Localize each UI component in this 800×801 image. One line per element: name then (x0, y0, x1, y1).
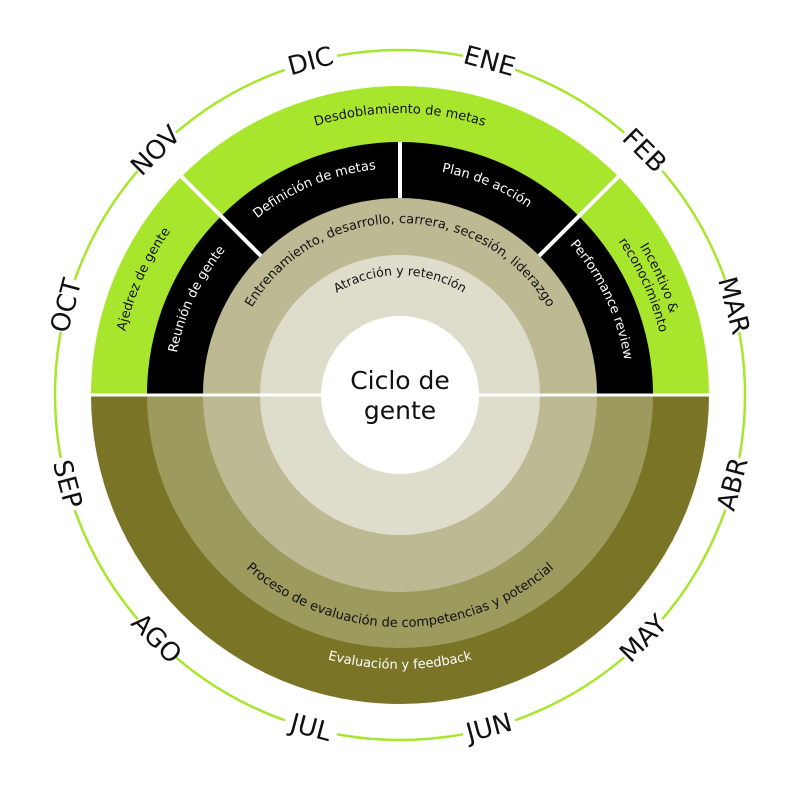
month-ring (53, 48, 747, 742)
month-gap (129, 124, 184, 179)
month-gap (462, 34, 517, 89)
month-label-mar: MAR (711, 274, 755, 338)
center-title-line1: Ciclo de (350, 366, 450, 395)
divider-upper-right (537, 174, 621, 258)
month-gap (283, 34, 338, 89)
divider-upper-left (179, 174, 263, 258)
month-gap (283, 701, 338, 756)
month-gap (462, 701, 517, 756)
month-gap (706, 457, 761, 512)
month-gap (616, 611, 671, 666)
month-gap (39, 278, 94, 333)
month-gap (129, 611, 184, 666)
month-label-may: MAY (614, 609, 674, 669)
month-gap (39, 457, 94, 512)
center-title-line2: gente (364, 396, 436, 425)
month-gap (616, 124, 671, 179)
month-gap (706, 278, 761, 333)
